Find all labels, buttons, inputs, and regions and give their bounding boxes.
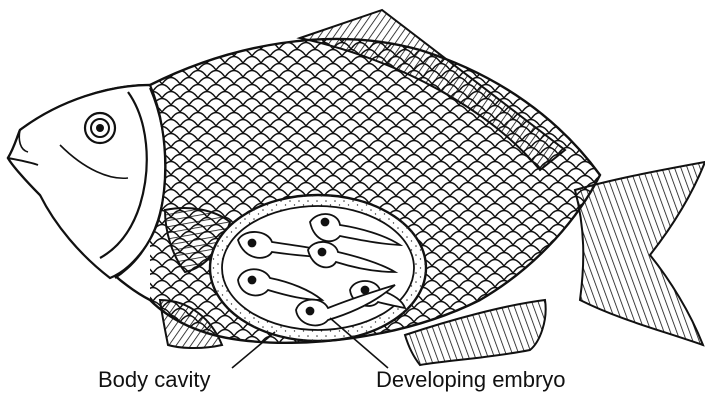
developing-embryo-label: Developing embryo — [376, 369, 566, 391]
tail-fin — [575, 162, 705, 345]
body-cavity-label: Body cavity — [98, 369, 211, 391]
fish-head — [8, 85, 165, 278]
